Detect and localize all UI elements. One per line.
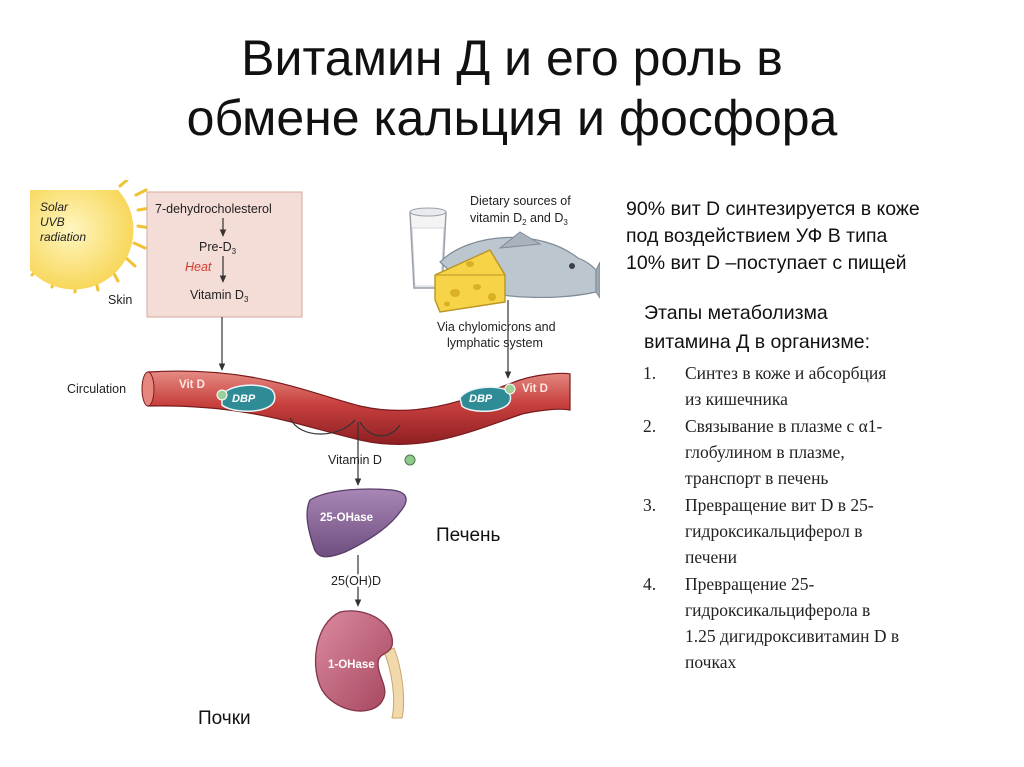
pre-d3-text: Pre-D [199,240,232,254]
info-line-3: 10% вит D –поступает с пищей [626,250,1021,277]
dietary-text-b: and D [527,211,564,225]
stage-number: 1. [643,360,656,386]
vitamin-d3-sub: 3 [244,295,249,304]
solar-label-2: UVB [40,215,65,229]
synthesis-info: 90% вит D синтезируется в коже под возде… [626,196,1021,277]
chylo-label-1: Via chylomicrons and [437,320,556,334]
stage-line: печени [685,544,1013,570]
liver-enzyme-label: 25-OHase [320,512,373,524]
vitamin-d-molecule [405,455,415,465]
dbp-left-label: DBP [232,393,256,405]
pre-d3-sub: 3 [232,247,237,256]
stage-line: из кишечника [685,386,1013,412]
vitamin-d-free-label: Vitamin D [328,453,382,467]
metabolite-label: 25(OH)D [331,574,381,588]
dietary-label-1: Dietary sources of [470,194,571,208]
stage-line: Превращение вит D в 25- [685,492,1013,518]
liver-label: Печень [436,525,500,547]
stage-line: гидроксикальциферола в [685,597,1013,623]
solar-label-1: Solar [40,200,69,214]
vessel-left-end [142,372,154,406]
pre-d3-label: Pre-D3 [199,240,237,256]
vitamin-d-metabolism-diagram: Solar UVB radiation Skin 7-dehydrocholes… [0,180,600,720]
precursor-label: 7-dehydrocholesterol [155,202,272,216]
kidney-enzyme-label: 1-OHase [328,659,375,671]
stage-line: Связывание в плазме с α1- [685,413,1013,439]
blood-vessel [148,371,570,444]
dbp-right-label: DBP [469,393,493,405]
solar-label-3: radiation [40,230,86,244]
stage-line: 1.25 дигидроксивитамин D в [685,623,1013,649]
chylo-label-2: lymphatic system [447,336,543,350]
vit-d-right-label: Vit D [522,383,548,395]
dietary-sub-2: 3 [563,218,568,227]
dietary-text-a: vitamin D [470,211,522,225]
stage-line: гидроксикальциферол в [685,518,1013,544]
stages-list: 1. Синтез в коже и абсорбция из кишечник… [643,360,1013,676]
stage-line: Синтез в коже и абсорбция [685,360,1013,386]
circulation-label: Circulation [67,382,126,396]
stage-number: 2. [643,413,656,439]
stage-item: 2. Связывание в плазме с α1- глобулином … [643,413,1013,491]
slide-title: Витамин Д и его роль в обмене кальция и … [0,28,1024,148]
info-line-1: 90% вит D синтезируется в коже [626,196,1021,223]
vitamin-d3-label: Vitamin D3 [190,288,249,304]
stage-line: транспорт в печень [685,465,1013,491]
stages-title-line-2: витамина Д в организме: [644,328,870,357]
info-line-2: под воздействием УФ В типа [626,223,1021,250]
stage-number: 4. [643,571,656,597]
stage-line: Превращение 25- [685,571,1013,597]
title-line-2: обмене кальция и фосфора [0,88,1024,148]
kidney-label: Почки [198,708,251,730]
vit-d-left-label: Vit D [179,379,205,391]
stages-title: Этапы метаболизма витамина Д в организме… [644,299,870,357]
stage-item: 4. Превращение 25- гидроксикальциферола … [643,571,1013,675]
stages-title-line-1: Этапы метаболизма [644,299,870,328]
stage-item: 3. Превращение вит D в 25- гидроксикальц… [643,492,1013,570]
heat-label: Heat [185,260,212,274]
title-line-1: Витамин Д и его роль в [0,28,1024,88]
stage-line: почках [685,649,1013,675]
vitamin-d3-text: Vitamin D [190,288,244,302]
stage-line: глобулином в плазме, [685,439,1013,465]
stage-item: 1. Синтез в коже и абсорбция из кишечник… [643,360,1013,412]
skin-label: Skin [108,293,132,307]
stage-number: 3. [643,492,656,518]
dietary-label-2: vitamin D2 and D3 [470,211,568,227]
